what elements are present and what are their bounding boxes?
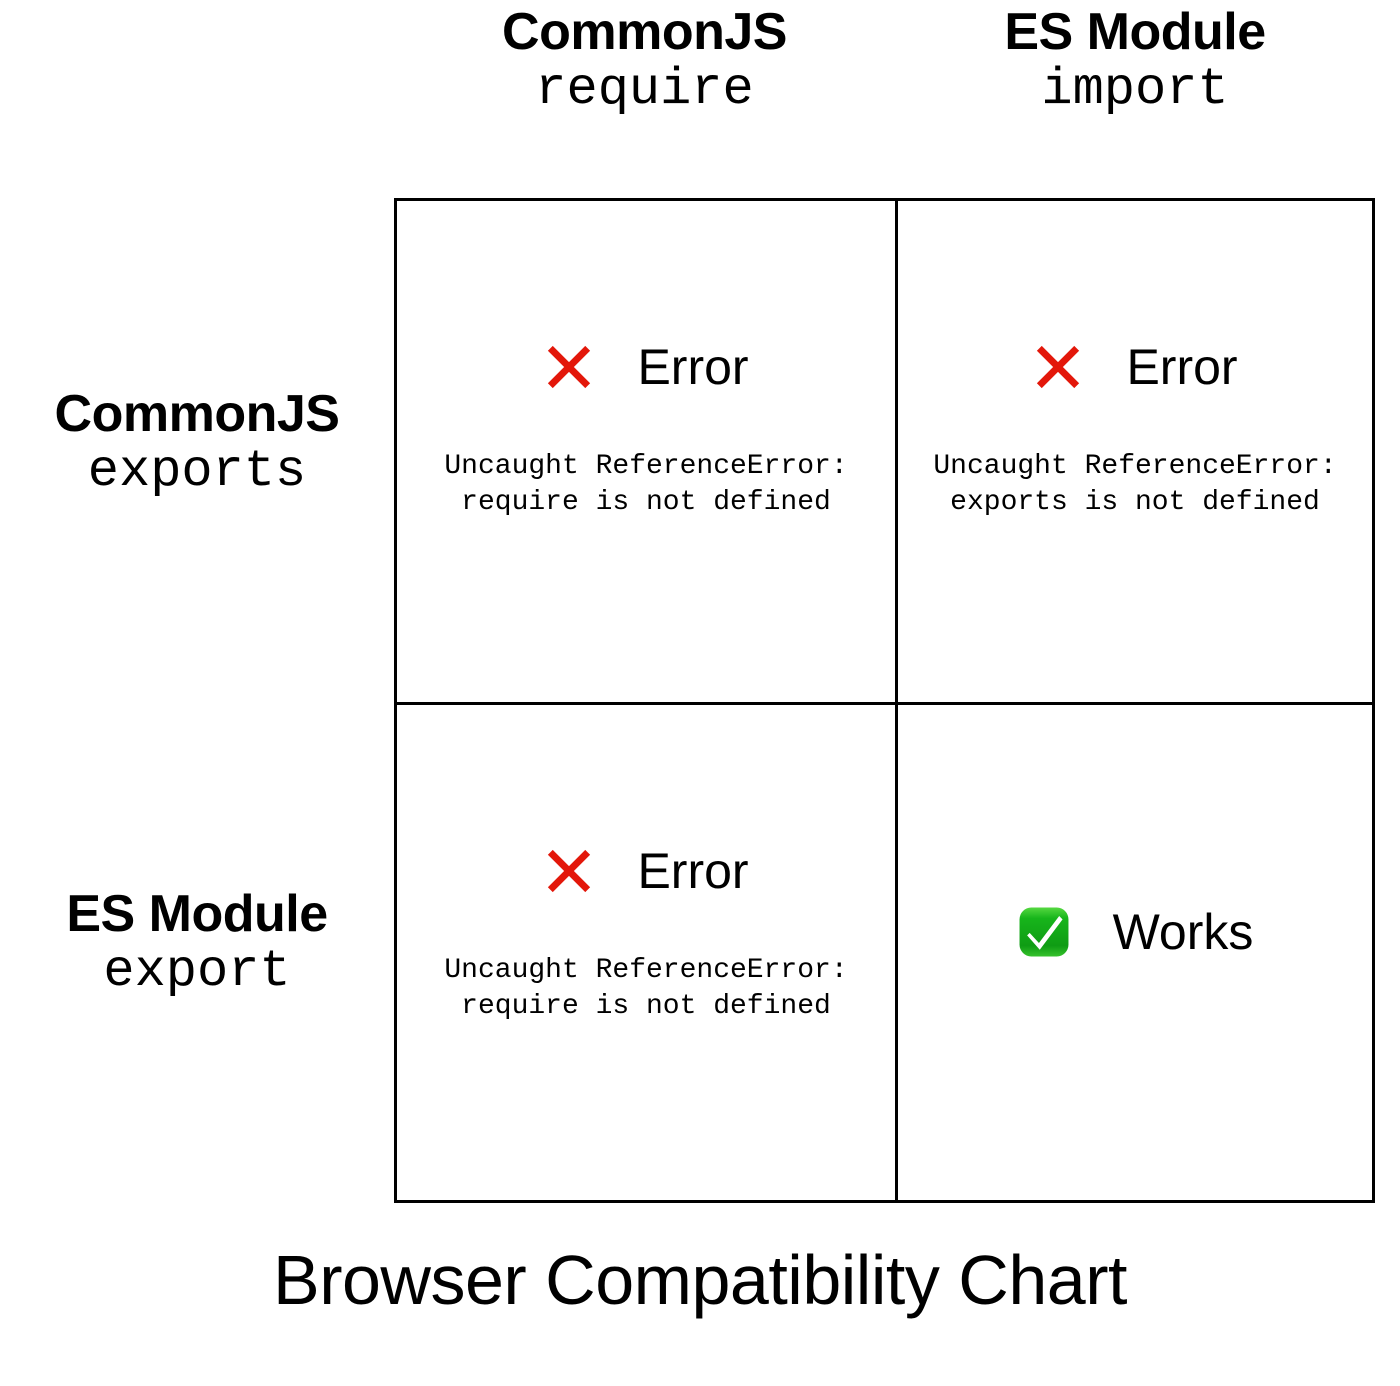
status-row: Works [1017,904,1254,960]
red-x-icon [1037,345,1080,389]
column-header-syntax: require [535,60,754,120]
row-header-esmodule-export: ES Module export [0,885,394,1002]
cell-content: Error Uncaught ReferenceError: require i… [397,845,895,1025]
status-label: Error [637,843,749,899]
error-detail-text: Uncaught ReferenceError: require is not … [444,955,848,1022]
status-row: Error [543,339,749,395]
cell-esmodule-export-require: Error Uncaught ReferenceError: require i… [397,705,898,1200]
status-row: Error [1032,339,1238,395]
column-header-commonjs: CommonJS require [394,3,895,120]
status-label: Error [637,339,749,395]
column-header-title: CommonJS [502,3,787,61]
row-header-commonjs-exports: CommonJS exports [0,385,394,502]
cell-content: Error Uncaught ReferenceError: exports i… [898,341,1372,521]
row-header-syntax: exports [87,442,307,502]
column-header-esmodule: ES Module import [895,3,1375,120]
cell-content: Works [898,905,1372,1015]
row-header-title: CommonJS [54,385,340,443]
status-label: Error [1126,339,1238,395]
row-header-syntax: export [103,942,291,1002]
cell-commonjs-exports-require: Error Uncaught ReferenceError: require i… [397,201,898,705]
chart-caption: Browser Compatibility Chart [273,1241,1127,1319]
error-detail-text: Uncaught ReferenceError: require is not … [444,451,848,518]
error-detail-text: Uncaught ReferenceError: exports is not … [933,451,1337,518]
cell-esmodule-export-import: Works [898,705,1372,1200]
cell-content: Error Uncaught ReferenceError: require i… [397,341,895,521]
cell-commonjs-exports-import: Error Uncaught ReferenceError: exports i… [898,201,1372,705]
row-header-title: ES Module [66,885,328,943]
status-row: Error [543,843,749,899]
green-check-icon [1019,907,1069,957]
column-header-title: ES Module [1004,3,1266,61]
compatibility-grid: Error Uncaught ReferenceError: require i… [394,198,1375,1203]
status-label: Works [1112,904,1254,960]
red-x-icon [548,345,591,389]
red-x-icon [548,849,591,893]
column-header-syntax: import [1041,60,1229,120]
